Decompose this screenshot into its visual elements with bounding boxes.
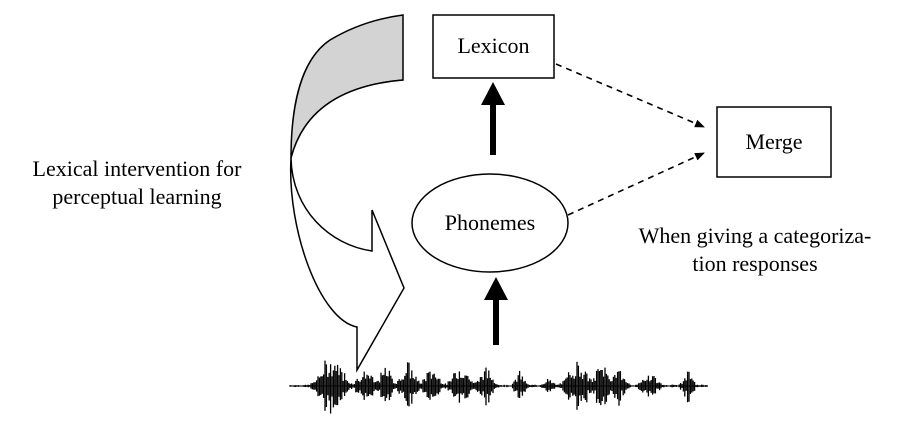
phonemes-label: Phonemes [444,210,536,235]
phonemes-ellipse [411,173,569,273]
lexical-intervention-annotation: Lexical intervention for perceptual lear… [2,155,272,211]
categorization-annotation: When giving a categoriza- tion responses [610,222,900,278]
waveform-to-phonemes-head [484,277,508,300]
categorization-line1: When giving a categoriza- [638,223,872,248]
speech-waveform [289,360,708,414]
merge-label: Merge [745,129,803,154]
lexicon-label: Lexicon [457,33,530,58]
lexical-intervention-line1: Lexical intervention for [32,156,242,181]
merge-box [716,106,832,178]
lexical-intervention-line2: perceptual learning [52,184,222,209]
phonemes-to-merge-dashed-arrow [567,152,705,216]
categorization-line2: tion responses [692,251,818,276]
phonemes-to-lexicon-head [481,82,505,105]
lexicon-box [432,14,555,79]
intervention-arrow-hook [289,79,405,373]
lexicon-to-merge-dashed-arrow [555,63,705,128]
